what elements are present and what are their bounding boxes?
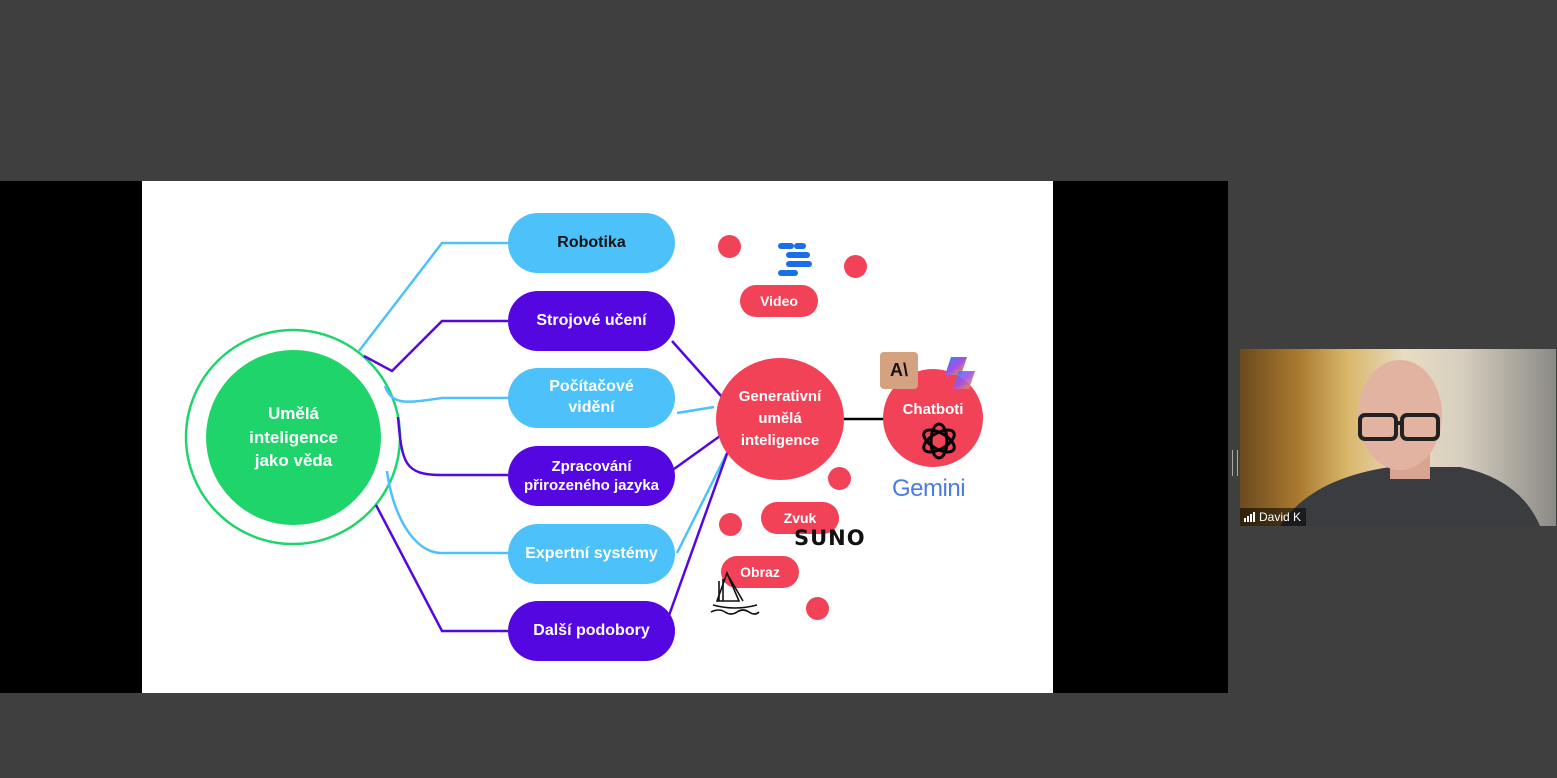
mindmap-connectors [184, 241, 886, 633]
root-label: Umělá inteligence jako věda [249, 403, 338, 471]
suno-logo: SUNO [794, 526, 866, 550]
light-connectors [358, 241, 729, 555]
gemini-logo: Gemini [892, 475, 966, 502]
anthropic-logo-icon: A\ [880, 352, 918, 389]
screen-share-area: Umělá inteligence jako věda Robotika Str… [0, 181, 1228, 693]
decor-dot [844, 255, 867, 278]
video-logo-icon [778, 243, 812, 276]
chatbots-label: Chatboti [902, 400, 964, 418]
branch-expertni-systemy: Expertní systémy [508, 524, 675, 584]
branch-dalsi-podobory: Další podobory [508, 601, 675, 661]
branch-label: Expertní systémy [525, 544, 658, 562]
participant-name-label: David K [1240, 508, 1307, 526]
participant-video-avatar [1280, 360, 1540, 526]
image-tag: Obraz [721, 556, 799, 588]
branch-label: Zpracování přirozeného jazyka [523, 457, 660, 495]
branch-label: Počítačové vidění [549, 378, 634, 416]
decor-dot [719, 513, 742, 536]
branch-label: Další podobory [533, 621, 650, 639]
purple-connectors [363, 319, 730, 633]
participant-video-tile[interactable]: David K [1240, 349, 1556, 526]
sound-tag: Zvuk [761, 502, 839, 534]
branch-label: Strojové učení [536, 311, 647, 329]
branch-robotika: Robotika [508, 213, 675, 273]
participant-name: David K [1259, 510, 1302, 524]
copilot-logo-icon [945, 357, 975, 389]
genai-label: Generativní umělá inteligence [738, 388, 822, 449]
decor-dot [828, 467, 851, 490]
root-node: Umělá inteligence jako věda [206, 350, 381, 525]
branch-zpracovani-jazyka: Zpracování přirozeného jazyka [508, 446, 675, 506]
decor-dot [806, 597, 829, 620]
branch-strojove-uceni: Strojové učení [508, 291, 675, 351]
openai-logo-icon [922, 422, 956, 460]
decor-dot [718, 235, 741, 258]
presentation-slide: Umělá inteligence jako věda Robotika Str… [142, 181, 1053, 693]
signal-strength-icon [1244, 512, 1255, 522]
branch-pocitacove-videni: Počítačové vidění [508, 368, 675, 428]
video-tag: Video [740, 285, 818, 317]
midjourney-boat-icon [710, 571, 760, 615]
genai-node: Generativní umělá inteligence [716, 358, 844, 480]
branch-label: Robotika [557, 233, 626, 251]
panel-resize-handle[interactable] [1232, 450, 1238, 476]
